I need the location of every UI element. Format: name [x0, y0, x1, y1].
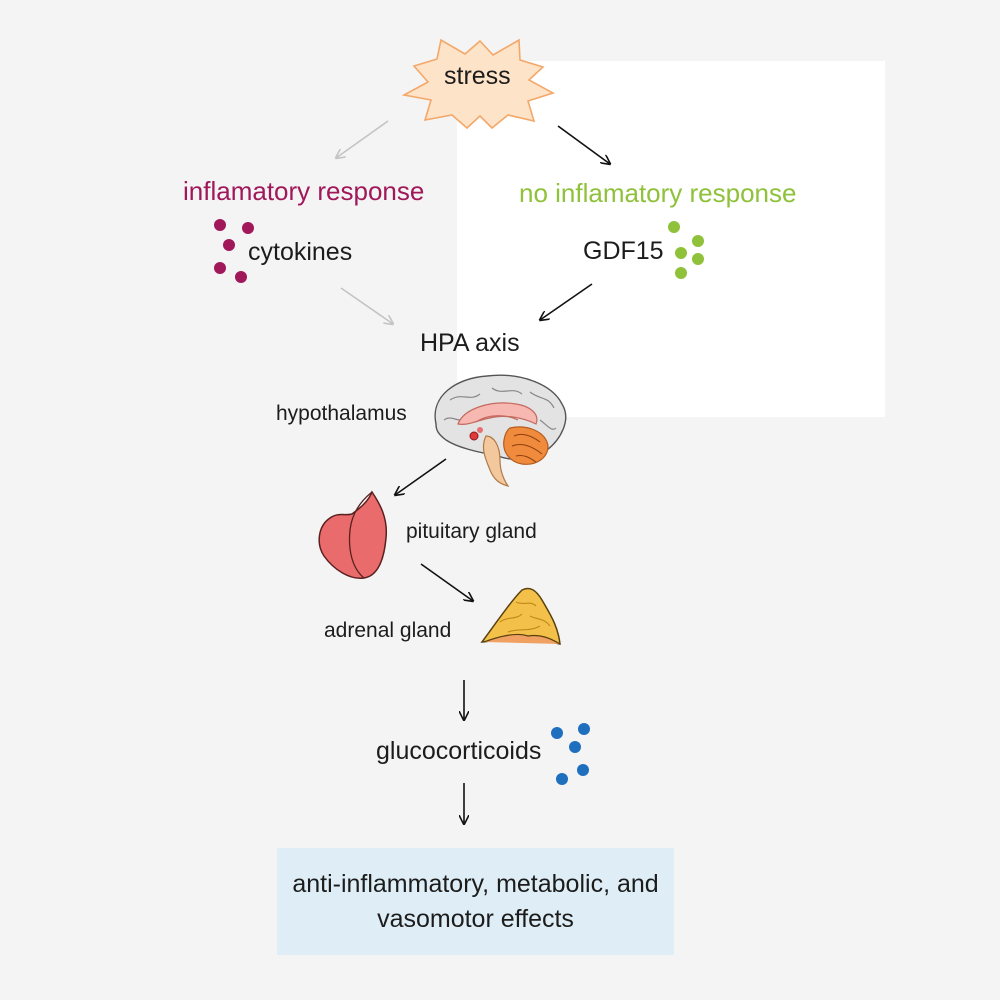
arrow-pituitary-to-adrenal: [420, 563, 473, 601]
brain-icon: [434, 374, 567, 487]
glucocorticoid-dot: [577, 764, 589, 776]
effects-box: anti-inflammatory, metabolic, and vasomo…: [277, 848, 674, 955]
gdf15-dot: [675, 247, 687, 259]
adrenal-gland-label: adrenal gland: [324, 619, 452, 642]
arrow-stress-to-inflammatory: [336, 120, 389, 158]
glucocorticoid-dot: [578, 723, 590, 735]
cytokine-dot: [242, 222, 254, 234]
cytokine-dot: [214, 219, 226, 231]
glucocorticoid-dots: [551, 723, 590, 785]
stress-label: stress: [444, 62, 511, 90]
arrow-hypothalamus-to-pituitary: [395, 458, 447, 495]
gdf15-dot: [692, 235, 704, 247]
cytokine-dot: [223, 239, 235, 251]
arrow-cytokines-to-hpa: [340, 287, 393, 324]
pituitary-gland-label: pituitary gland: [406, 520, 537, 543]
adrenal-gland-icon: [480, 587, 561, 645]
hypothalamus-label: hypothalamus: [276, 402, 407, 425]
effects-label: anti-inflammatory, metabolic, and vasomo…: [292, 869, 659, 933]
glucocorticoid-dot: [551, 727, 563, 739]
cytokines-label: cytokines: [248, 238, 353, 266]
no-inflammatory-response-label: no inflamatory response: [519, 178, 797, 208]
glucocorticoid-dot: [569, 741, 581, 753]
cytokine-dot: [214, 262, 226, 274]
inflammatory-response-label: inflamatory response: [183, 176, 425, 206]
starburst-icon: [401, 38, 556, 130]
glucocorticoids-label: glucocorticoids: [376, 737, 542, 765]
hpa-axis-label: HPA axis: [420, 329, 520, 357]
gdf15-dot: [692, 253, 704, 265]
gdf15-dots: [668, 221, 704, 279]
gdf15-label: GDF15: [583, 237, 664, 265]
gdf15-dot: [675, 267, 687, 279]
glucocorticoid-dot: [556, 773, 568, 785]
arrow-gdf15-to-hpa: [540, 283, 593, 320]
cytokine-dots: [214, 219, 254, 283]
cytokine-dot: [235, 271, 247, 283]
pituitary-gland-icon: [318, 490, 388, 579]
arrow-stress-to-no-inflammatory: [557, 125, 610, 164]
gdf15-dot: [668, 221, 680, 233]
